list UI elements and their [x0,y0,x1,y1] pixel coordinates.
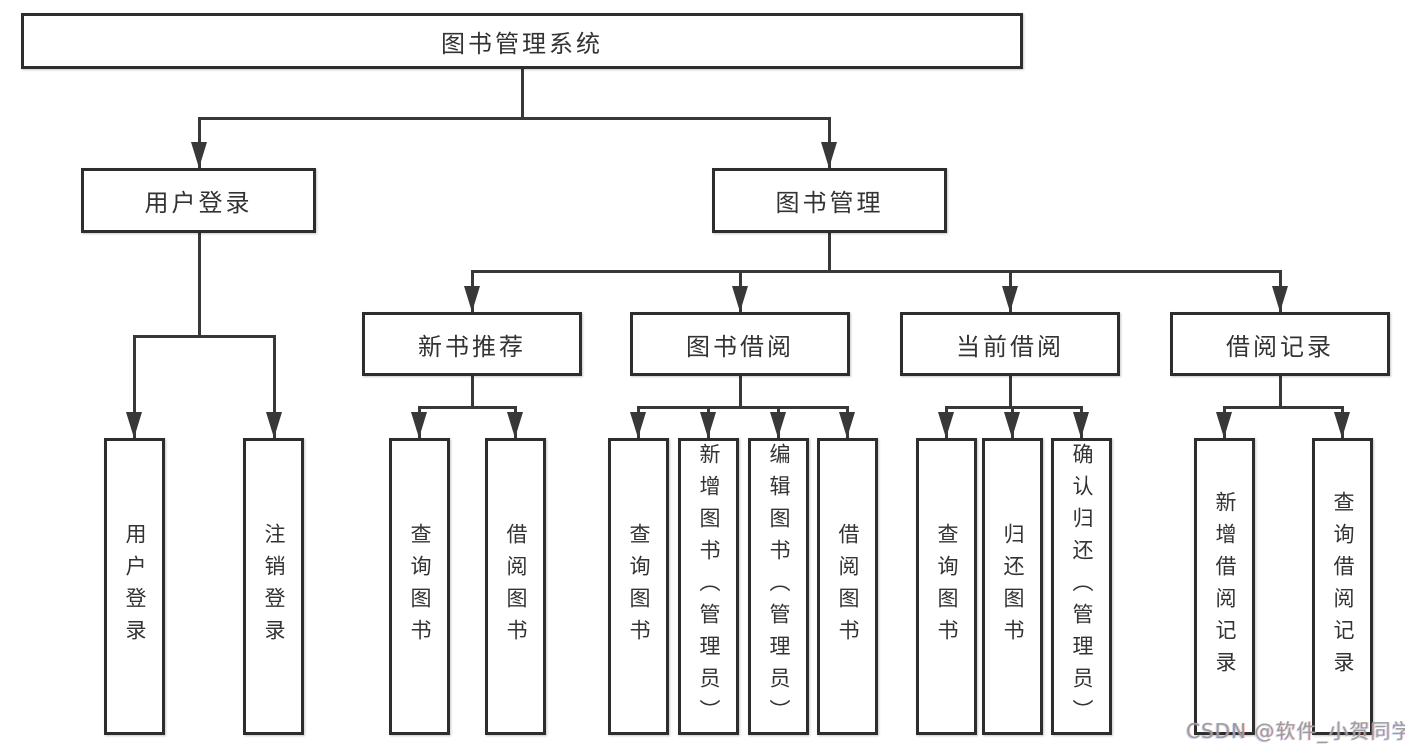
connector-line [828,233,831,270]
node-book-management-label: 图书管理 [775,189,884,217]
arrowhead-down-icon [839,412,855,438]
connector-line [133,335,275,338]
leaf-query-books-current: 查询图书 [916,438,977,735]
leaf-edit-books-admin: 编辑图书（管理员） [748,438,809,735]
leaf-borrow-books-borrowing: 借阅图书 [817,438,878,735]
arrowhead-down-icon [770,412,786,438]
leaf-user-login: 用户登录 [104,438,165,735]
leaf-add-borrow-record-label: 新增借阅记录 [1213,490,1237,683]
arrowhead-down-icon [821,142,837,168]
leaf-query-borrow-record: 查询借阅记录 [1312,438,1373,735]
node-current-borrowing: 当前借阅 [900,312,1120,376]
arrowhead-down-icon [700,412,716,438]
connector-line [1279,376,1282,406]
connector-line [637,406,848,409]
leaf-query-books-borrowing-label: 查询图书 [627,522,651,651]
leaf-query-borrow-record-label: 查询借阅记录 [1331,490,1355,683]
leaf-user-login-label: 用户登录 [123,522,147,651]
leaf-confirm-return-admin: 确认归还（管理员） [1051,438,1112,735]
leaf-borrow-books-borrowing-label: 借阅图书 [836,522,860,651]
connector-line [1223,406,1343,409]
node-borrowing-records: 借阅记录 [1170,312,1390,376]
connector-line [521,69,524,117]
arrowhead-down-icon [126,412,142,438]
leaf-borrow-books-recommend: 借阅图书 [485,438,546,735]
leaf-edit-books-admin-label: 编辑图书（管理员） [767,442,791,731]
arrowhead-down-icon [411,412,427,438]
node-book-borrowing-label: 图书借阅 [686,332,794,361]
arrowhead-down-icon [732,286,748,312]
leaf-return-books: 归还图书 [982,438,1043,735]
leaf-query-books-borrowing: 查询图书 [608,438,669,735]
node-current-borrowing-label: 当前借阅 [956,332,1064,361]
csdn-watermark: CSDN @软件_小贺同学 [1186,719,1405,743]
connector-line [739,376,742,406]
connector-line [198,117,830,120]
leaf-return-books-label: 归还图书 [1001,522,1025,651]
node-root-label: 图书管理系统 [441,29,603,58]
connector-line [1009,376,1012,406]
node-book-management: 图书管理 [712,168,947,233]
arrowhead-down-icon [1216,412,1232,438]
node-book-borrowing: 图书借阅 [630,312,850,376]
node-user-login-label: 用户登录 [144,189,253,217]
arrowhead-down-icon [507,412,523,438]
leaf-add-borrow-record: 新增借阅记录 [1194,438,1255,735]
arrowhead-down-icon [464,286,480,312]
node-user-login: 用户登录 [81,168,316,233]
leaf-query-books-current-label: 查询图书 [935,522,959,651]
arrowhead-down-icon [938,412,954,438]
arrowhead-down-icon [1002,286,1018,312]
connector-line [273,335,276,438]
leaf-logout-label: 注销登录 [262,522,286,651]
node-new-book-recommend-label: 新书推荐 [418,332,526,361]
connector-line [198,233,201,335]
node-root: 图书管理系统 [21,13,1023,69]
connector-line [133,335,136,438]
arrowhead-down-icon [630,412,646,438]
connector-line [418,406,516,409]
connector-line [471,270,1281,273]
node-borrowing-records-label: 借阅记录 [1226,332,1334,361]
node-new-book-recommend: 新书推荐 [362,312,582,376]
leaf-logout: 注销登录 [243,438,304,735]
leaf-add-books-admin: 新增图书（管理员） [678,438,739,735]
leaf-query-books-recommend: 查询图书 [389,438,450,735]
arrowhead-down-icon [1272,286,1288,312]
arrowhead-down-icon [1334,412,1350,438]
arrowhead-down-icon [191,142,207,168]
connector-line [471,376,474,406]
leaf-confirm-return-admin-label: 确认归还（管理员） [1070,442,1094,731]
arrowhead-down-icon [1073,412,1089,438]
leaf-borrow-books-recommend-label: 借阅图书 [504,522,528,651]
leaf-query-books-recommend-label: 查询图书 [408,522,432,651]
arrowhead-down-icon [266,412,282,438]
leaf-add-books-admin-label: 新增图书（管理员） [697,442,721,731]
arrowhead-down-icon [1004,412,1020,438]
